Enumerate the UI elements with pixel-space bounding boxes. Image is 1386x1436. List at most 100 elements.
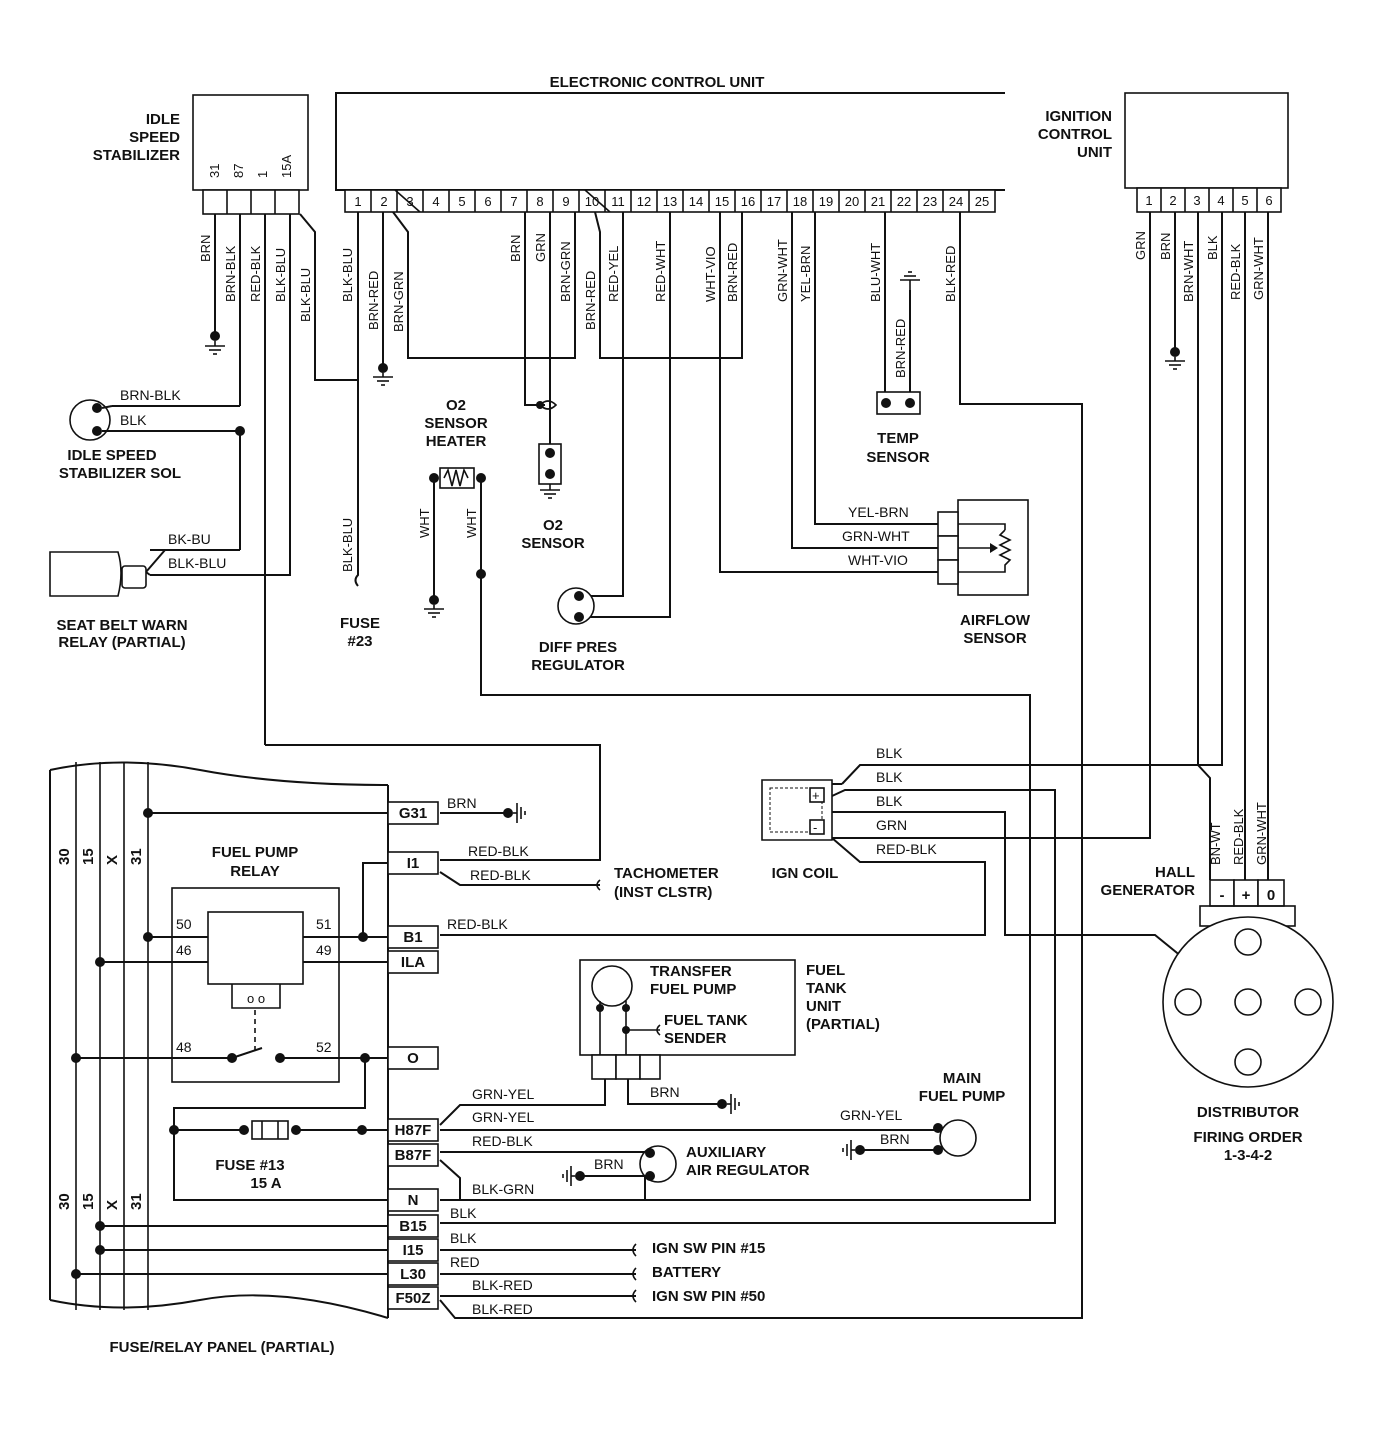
diff-pres-label-1: DIFF PRES (539, 639, 617, 656)
idle-stab-label-3: STABILIZER (93, 147, 180, 164)
diff-pres-label-2: REGULATOR (531, 657, 625, 674)
wire-f50z-blk-red-b: BLK-RED (472, 1301, 533, 1317)
wire-idle-blk-blu-a: BLK-BLU (273, 248, 288, 302)
wire-main-pump-brn: BRN (880, 1131, 910, 1147)
idle-stab-label-2: SPEED (129, 129, 180, 146)
wire-af-wht-vio: WHT-VIO (848, 552, 908, 568)
wire-b87f-blk-grn: BLK-GRN (472, 1181, 534, 1197)
transfer-pump-label-2: FUEL PUMP (650, 981, 736, 998)
seat-belt-label-1: SEAT BELT WARN (56, 617, 187, 634)
terminal-label-i15: I15 (403, 1242, 424, 1259)
bus-31-top: 31 (128, 848, 145, 865)
ground-icon (842, 1140, 865, 1160)
wire-icu1-grn: GRN (1133, 231, 1148, 260)
wire-i15-blk: BLK (450, 1230, 477, 1246)
ground-icon (900, 271, 920, 290)
idle-pin-1: 1 (255, 171, 270, 178)
ign-coil-label: IGN COIL (772, 865, 839, 882)
ecu-pin-17: 17 (767, 194, 781, 209)
firing-order-value: 1-3-4-2 (1224, 1147, 1272, 1164)
bus-x-top: X (104, 855, 121, 865)
idle-stab-wires: BRN BRN-BLK RED-BLK BLK-BLU BLK-BLU (112, 212, 601, 861)
aux-label-2: AIR REGULATOR (686, 1162, 810, 1179)
ground-icon (424, 595, 444, 618)
ecu-pin-11: 11 (611, 194, 625, 209)
ecu-pin-6: 6 (484, 194, 491, 209)
wire-ecu18-yel-brn: YEL-BRN (798, 246, 813, 302)
ign-sw15-label: IGN SW PIN #15 (652, 1240, 765, 1257)
wire-af-yel-brn: YEL-BRN (848, 504, 909, 520)
seat-belt-warn-relay: BK-BU BLK-BLU SEAT BELT WARN RELAY (PART… (49, 531, 226, 651)
icu-pin-6: 6 (1265, 193, 1272, 208)
tank-unit-label-2: TANK (806, 980, 847, 997)
temp-sensor: TEMP SENSOR (866, 391, 930, 466)
idle-pin-31: 31 (207, 164, 222, 178)
ecu-pin-23: 23 (923, 194, 937, 209)
wire-ecu8-grn: GRN (533, 233, 548, 262)
wire-ecu24-blk-red: BLK-RED (943, 246, 958, 302)
ground-icon (373, 363, 393, 386)
idle-speed-stabilizer: IDLE SPEED STABILIZER 31 87 1 15A (93, 94, 309, 215)
o2-sensor-label-2: SENSOR (521, 535, 585, 552)
airflow-sensor: YEL-BRN GRN-WHT WHT-VIO AIRFLOW SENSOR (842, 499, 1031, 647)
wire-sol-blk: BLK (120, 412, 147, 428)
fuse13-label-1: FUSE #13 (215, 1157, 284, 1174)
icu-pin-4: 4 (1217, 193, 1224, 208)
icu-pin-2: 2 (1169, 193, 1176, 208)
wire-ecu8-brn-grn: BRN-GRN (558, 241, 573, 302)
wire-h87f-grn-yel-a: GRN-YEL (472, 1086, 534, 1102)
wire-coil-blk-c: BLK (876, 793, 903, 809)
icu-label-1: IGNITION (1045, 108, 1112, 125)
sender-label-1: FUEL TANK (664, 1012, 748, 1029)
terminal-label-i1: I1 (407, 855, 420, 872)
wire-hall-bn-wt: BN-WT (1208, 822, 1223, 865)
ecu-pin-24: 24 (949, 194, 963, 209)
main-pump-label-1: MAIN (943, 1070, 981, 1087)
wire-ecu2-brn-red: BRN-RED (366, 271, 381, 330)
ecu-pin-19: 19 (819, 194, 833, 209)
ground-icon (562, 1166, 585, 1186)
bus-x-bottom: X (104, 1200, 121, 1210)
ecu-pin-2: 2 (380, 194, 387, 209)
o2-sensor: O2 SENSOR (521, 400, 585, 552)
wire-temp-brn-red: BRN-RED (893, 319, 908, 378)
idle-sol-label-2: STABILIZER SOL (59, 465, 181, 482)
wire-idle-brn: BRN (198, 235, 213, 262)
wire-seat-bk-bu: BK-BU (168, 531, 211, 547)
wire-i1-red-blk-b: RED-BLK (470, 867, 531, 883)
o2-sensor-heater: O2 SENSOR HEATER WHT WHT (417, 397, 1031, 1201)
wire-icu4-blk: BLK (1205, 235, 1220, 260)
coil-minus: - (813, 820, 817, 835)
ecu-pin-16: 16 (741, 194, 755, 209)
wire-icu5-red-blk: RED-BLK (1228, 243, 1243, 300)
transfer-pump-label-1: TRANSFER (650, 963, 732, 980)
ecu-pin-5: 5 (458, 194, 465, 209)
wire-l30-red: RED (450, 1254, 480, 1270)
ground-icon (503, 803, 526, 823)
icu-wires: GRN BRN BRN-WHT BLK RED-BLK GRN-WHT (840, 212, 1269, 880)
wire-ecu12-red-wht: RED-WHT (653, 241, 668, 302)
o2h-label-1: O2 (446, 397, 466, 414)
wire-g31-brn: BRN (447, 795, 477, 811)
wire-b87f-red-blk: RED-BLK (472, 1133, 533, 1149)
hall-pin-zero: 0 (1267, 887, 1275, 904)
main-pump-label-2: FUEL PUMP (919, 1088, 1005, 1105)
fuse23-label-1: FUSE (340, 615, 380, 632)
bus-31-bottom: 31 (128, 1193, 145, 1210)
wire-f50z-blk-red-a: BLK-RED (472, 1277, 533, 1293)
wire-ecu1-blk-blu: BLK-BLU (340, 248, 355, 302)
auxiliary-air-regulator: BRN AUXILIARY AIR REGULATOR (562, 1144, 810, 1186)
bus-15-top: 15 (80, 848, 97, 865)
ecu-pin-20: 20 (845, 194, 859, 209)
ecu-pin-14: 14 (689, 194, 703, 209)
diff-pres-regulator: DIFF PRES REGULATOR (531, 587, 625, 674)
wire-seat-blk-blu: BLK-BLU (168, 555, 226, 571)
bus-30-bottom: 30 (56, 1193, 73, 1210)
terminal-label-o: O (407, 1050, 419, 1067)
hall-generator: - + 0 BN-WT RED-BLK GRN-WHT HALL GENERAT… (1101, 802, 1296, 927)
wire-coil-grn: GRN (876, 817, 907, 833)
airflow-label-1: AIRFLOW (960, 612, 1031, 629)
o2h-label-2: SENSOR (424, 415, 488, 432)
